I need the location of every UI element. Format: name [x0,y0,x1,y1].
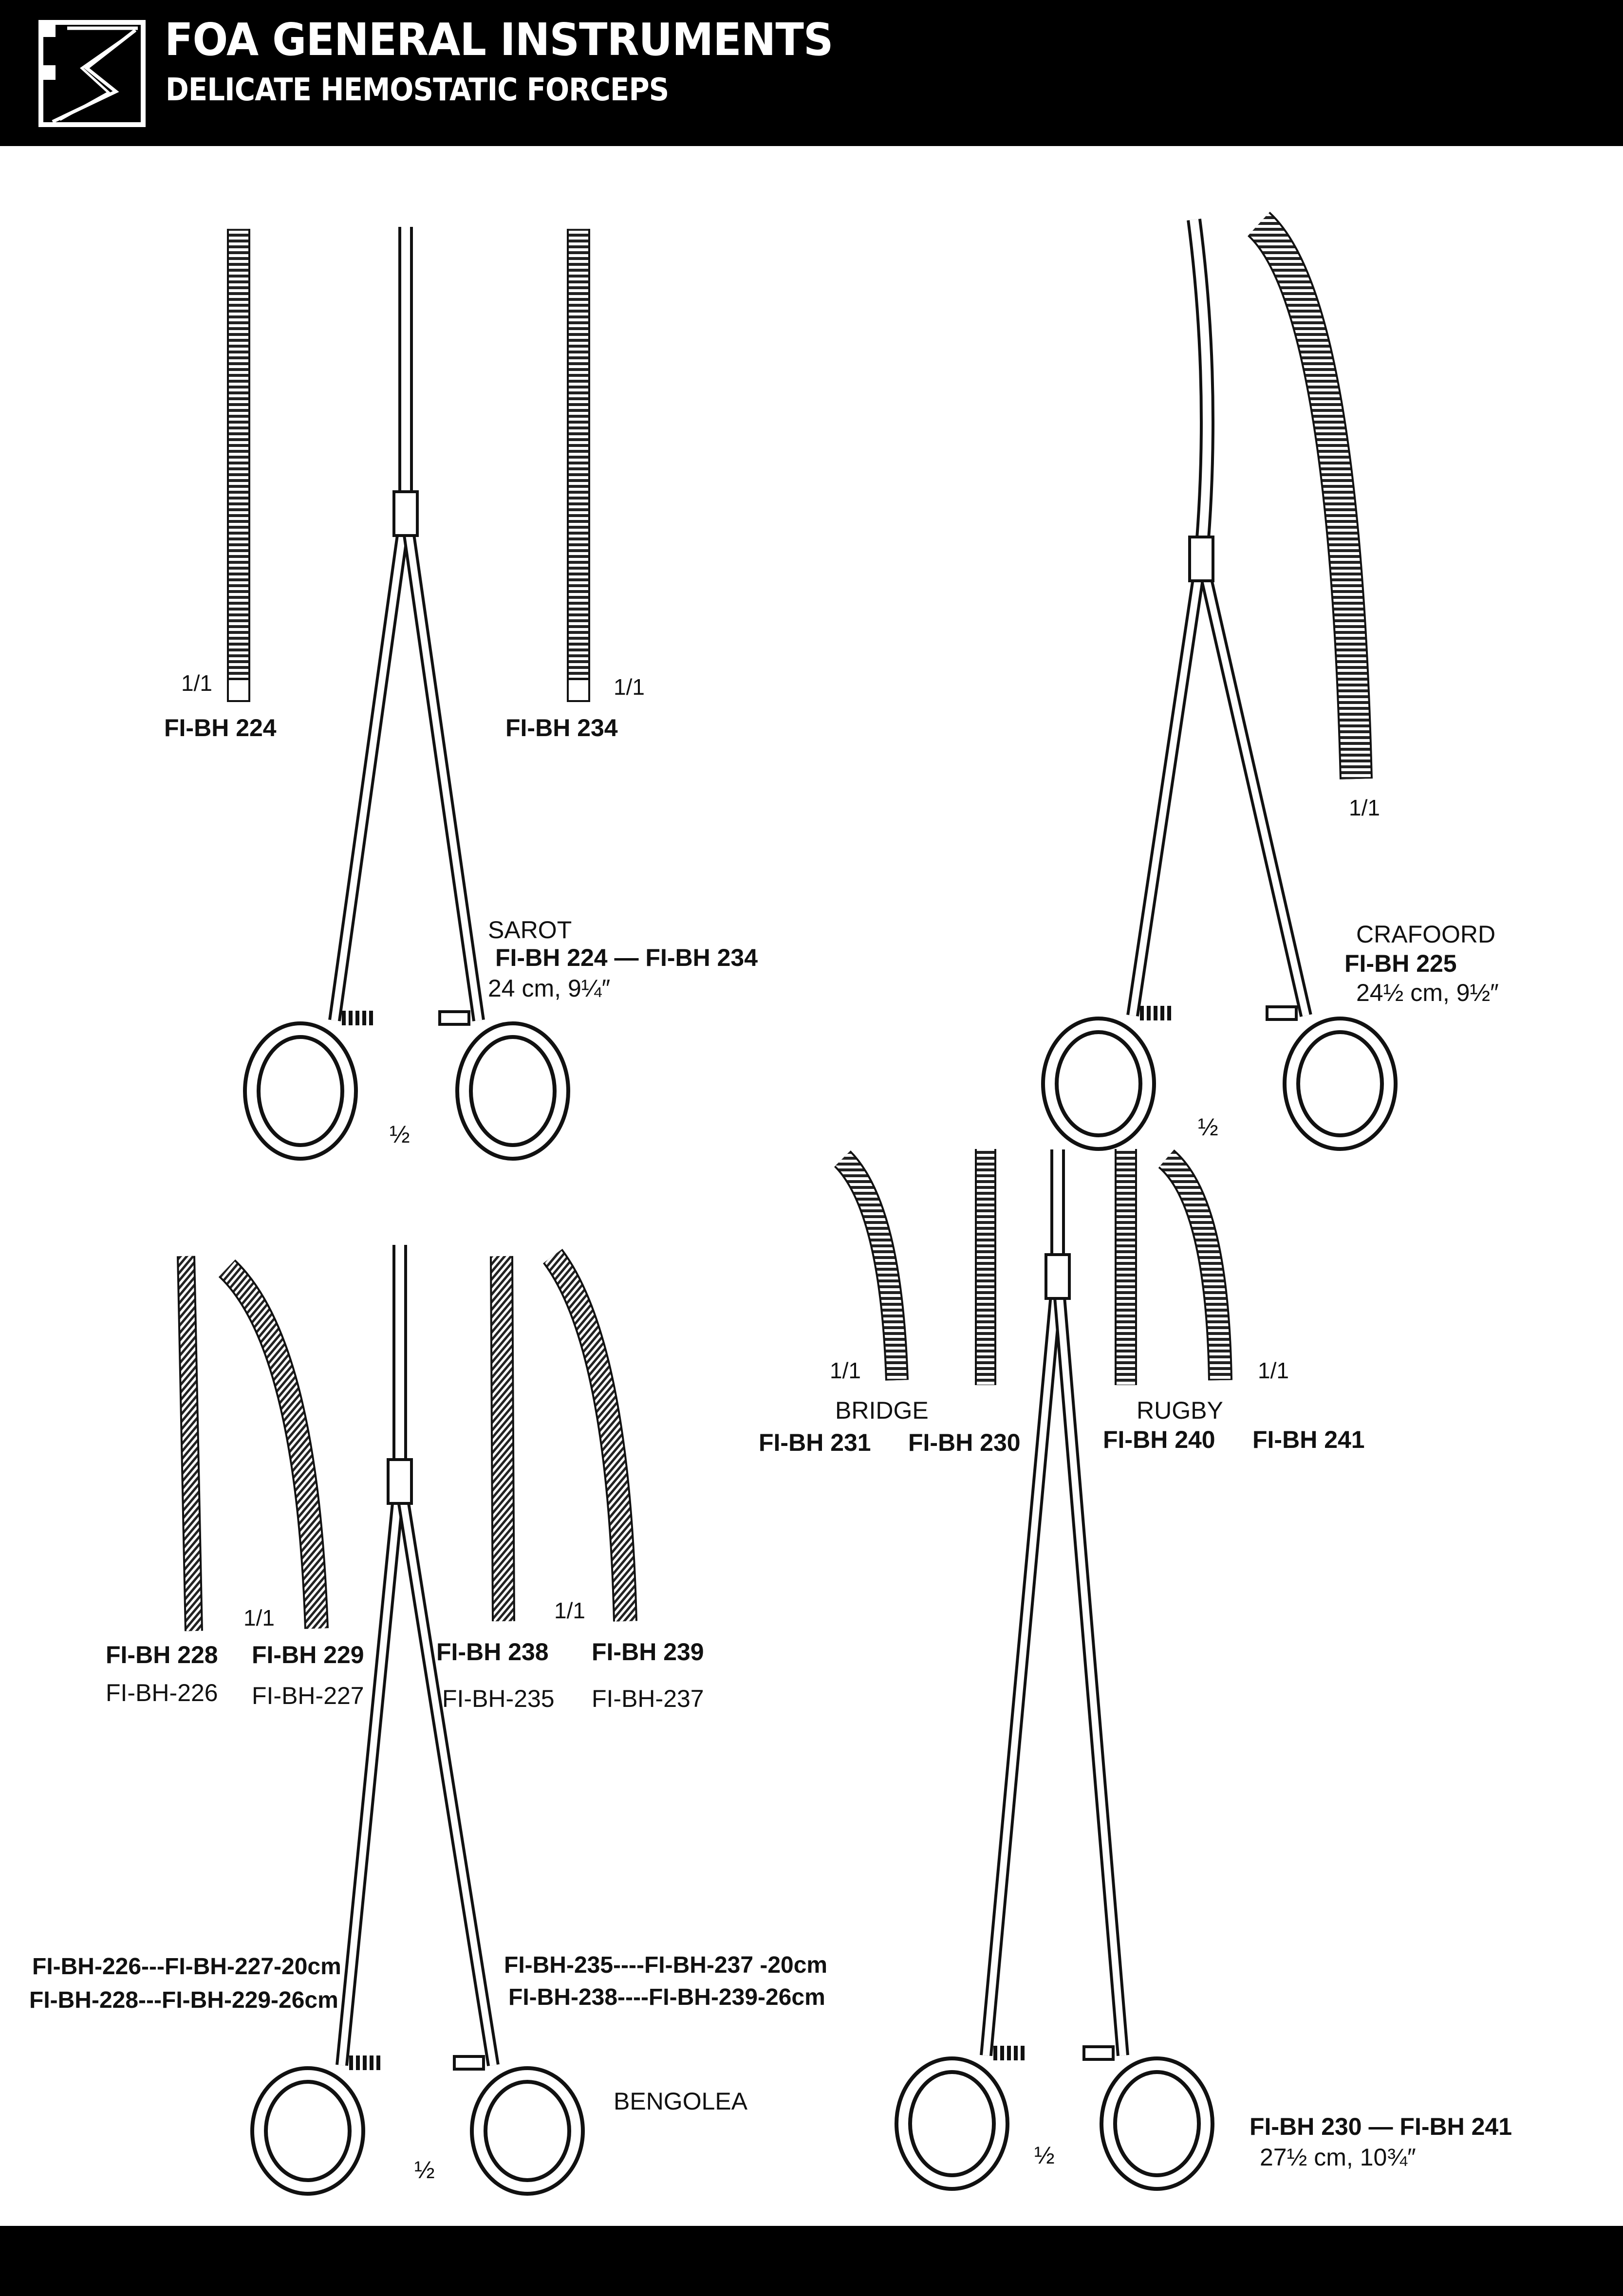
instrument-name: RUGBY [1137,1397,1223,1424]
instrument-size: 24 cm, 9¼″ [488,975,611,1002]
size-line: FI-BH-238----FI-BH-239-26cm [508,1984,825,2010]
product-code: FI-BH-227 [252,1682,364,1709]
jaw-detail-illustration [490,1256,515,1622]
page-subtitle: DELICATE HEMOSTATIC FORCEPS [166,72,669,108]
scale-label: 1/1 [830,1358,861,1383]
jaw-end [227,678,250,702]
product-codes: FI-BH 224 — FI-BH 234 [495,944,758,971]
scale-label: ½ [414,2156,435,2184]
product-code: FI-BH 238 [436,1638,549,1666]
ratchet [993,2045,1115,2061]
instrument-name: CRAFOORD [1356,921,1496,948]
jaw-detail-illustration [1247,211,1373,779]
product-code: FI-BH 240 [1103,1426,1215,1453]
product-codes: FI-BH 230 — FI-BH 241 [1250,2113,1512,2140]
page-title: FOA GENERAL INSTRUMENTS [165,14,834,66]
scale-label: 1/1 [554,1598,585,1623]
product-code: FI-BH-226 [106,1679,218,1706]
product-code: FI-BH 229 [252,1641,364,1668]
product-code: FI-BH 234 [505,714,618,741]
jaw-detail-illustration [1158,1149,1232,1381]
box-joint [1045,1253,1071,1300]
product-code: FI-BH 231 [759,1429,871,1456]
bengolea-forceps [250,1245,585,2196]
header-bar: FOA GENERAL INSTRUMENTS DELICATE HEMOSTA… [0,0,1623,146]
bridge-rugby-forceps [895,1149,1214,2191]
product-code: FI-BH 230 [908,1429,1021,1456]
size-line: FI-BH-235----FI-BH-237 -20cm [504,1952,828,1978]
scale-label: 1/1 [614,674,645,700]
instrument-name: SAROT [488,916,572,944]
scale-label: 1/1 [1258,1358,1289,1383]
scale-label: 1/1 [1349,795,1380,820]
company-logo [38,20,146,127]
size-line: FI-BH-226---FI-BH-227-20cm [32,1954,341,1980]
ratchet [349,2055,485,2071]
scale-label: ½ [1198,1113,1218,1141]
jaw-detail-illustration [542,1249,637,1622]
instrument-size: 24½ cm, 9½″ [1356,979,1499,1006]
product-code: FI-BH 225 [1344,950,1457,977]
scale-label: 1/1 [243,1605,275,1630]
product-code: FI-BH 228 [106,1641,218,1668]
scale-label: ½ [1034,2142,1055,2169]
product-code: FI-BH 224 [164,714,277,741]
crafoord-forceps [1041,219,1398,1151]
scale-label: ½ [390,1121,410,1148]
jaw-detail-illustration [177,1256,203,1631]
box-joint [1188,536,1214,582]
instrument-name: BENGOLEA [614,2088,748,2115]
instrument-name: BRIDGE [835,1397,929,1424]
instrument-size: 27½ cm, 10¾″ [1260,2144,1416,2171]
scale-label: 1/1 [181,670,212,696]
sarot-forceps [243,227,570,1161]
box-joint [392,490,419,537]
jaw-end [567,678,590,702]
ratchet [342,1010,470,1026]
jaw-detail-illustration [834,1150,909,1381]
size-line: FI-BH-228---FI-BH-229-26cm [29,1987,338,2013]
box-joint [387,1458,413,1505]
product-code: FI-BH-235 [442,1685,555,1712]
footer-bar [0,2226,1623,2296]
product-code: FI-BH 241 [1252,1426,1365,1453]
jaw-detail-illustration [218,1259,329,1629]
ratchet [1140,1005,1298,1021]
product-code: FI-BH 239 [592,1638,704,1666]
product-code: FI-BH-237 [592,1685,704,1712]
